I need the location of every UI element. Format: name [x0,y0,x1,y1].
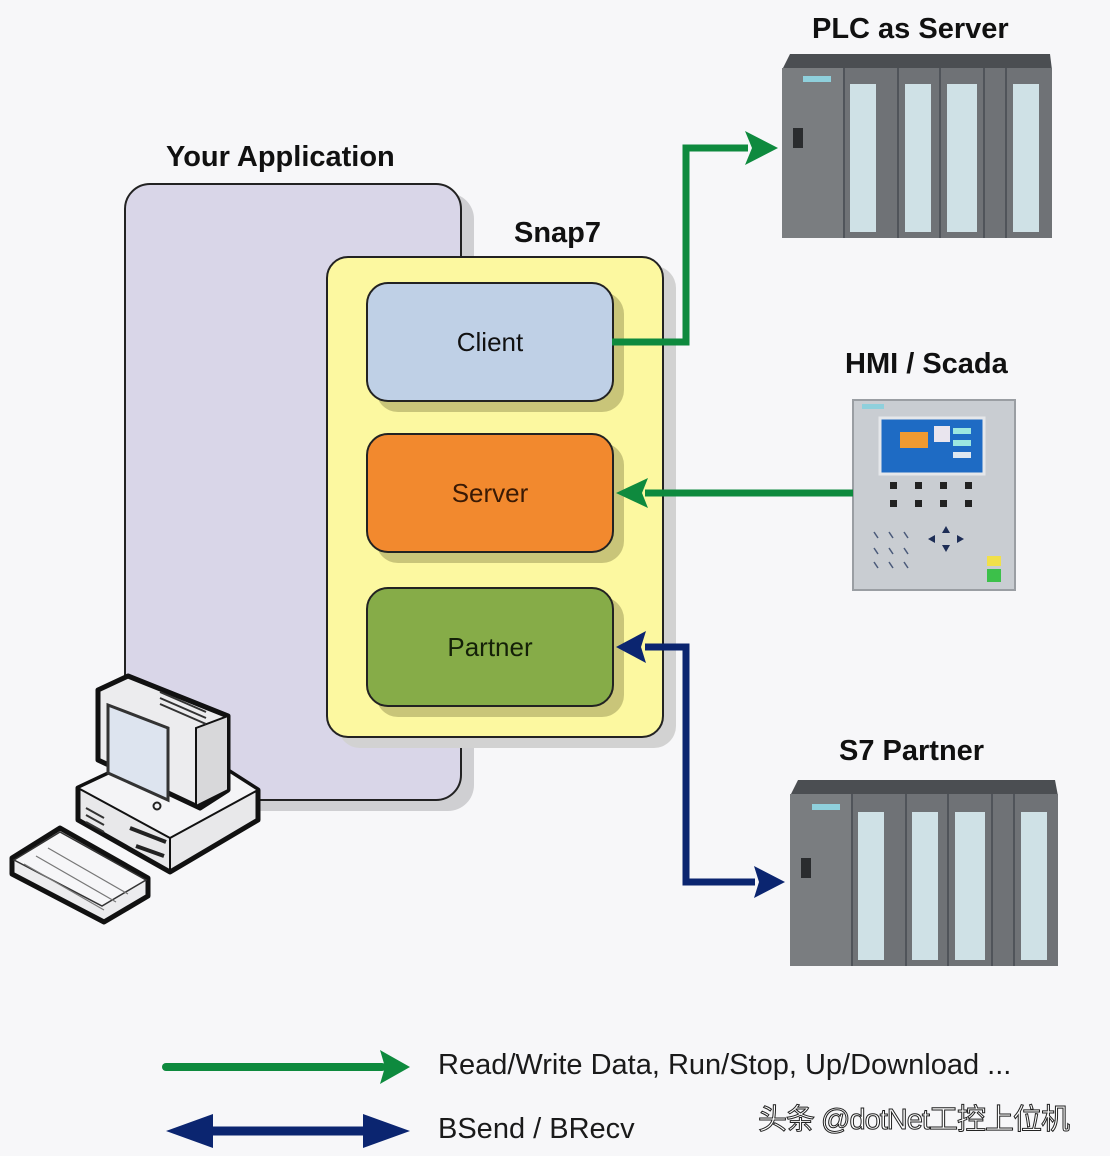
snap7-title: Snap7 [514,217,602,249]
hmi-scada-title: HMI / Scada [845,348,1008,380]
client-label: Client [456,326,524,357]
legend-read-write-text: Read/Write Data, Run/Stop, Up/Download .… [438,1049,1012,1081]
partner-s7-bidirectional-arrow [616,631,785,898]
client-to-plc-arrow [612,131,778,346]
server-label: Server [451,477,529,508]
client-module: Client [366,282,614,402]
legend-bsend-brecv-text: BSend / BRecv [438,1113,635,1145]
blue-double-arrow-icon [166,1114,410,1148]
green-arrow-icon [162,1050,410,1084]
s7-partner-title: S7 Partner [839,735,985,767]
hmi-to-server-arrow [616,478,853,508]
watermark: 头条 @dotNet工控上位机 [758,1104,1071,1137]
plc-as-server-title: PLC as Server [812,13,1009,45]
partner-label: Partner [447,631,533,662]
your-application-title: Your Application [166,141,395,173]
partner-module: Partner [366,587,614,707]
server-module: Server [366,433,614,553]
